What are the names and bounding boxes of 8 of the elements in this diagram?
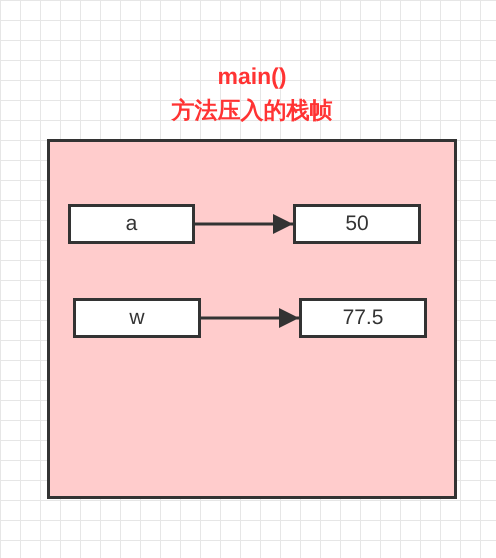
frame-heading: main() — [218, 62, 286, 90]
frame-heading: 方法压入的栈帧 — [172, 96, 332, 124]
value-box: 77.5 — [299, 298, 427, 338]
value-box: a — [68, 204, 195, 244]
value-box: w — [73, 298, 201, 338]
value-box: 50 — [293, 204, 421, 244]
arrow — [195, 214, 293, 234]
arrow — [201, 308, 299, 328]
